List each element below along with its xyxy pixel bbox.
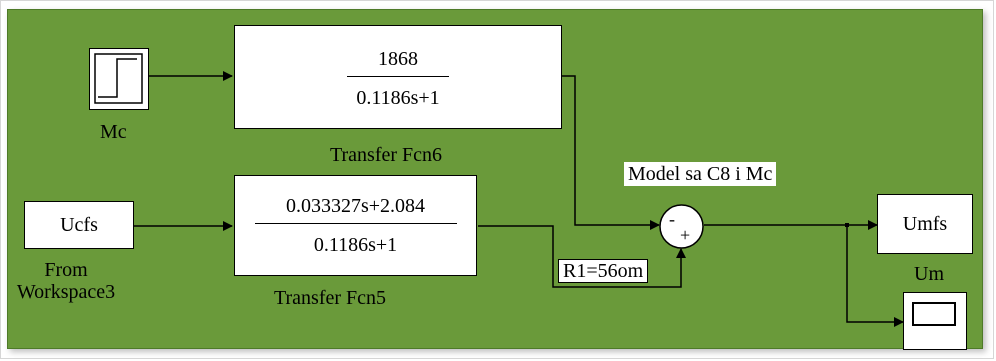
sum-block[interactable]: - + xyxy=(659,204,704,249)
transfer-fcn6-block[interactable]: 1868 0.1186s+1 xyxy=(234,25,562,129)
tf6-numerator: 1868 xyxy=(378,48,418,70)
tf6-label: Transfer Fcn6 xyxy=(330,144,443,166)
step-icon xyxy=(94,53,143,104)
sum-block-label: Model sa C8 i Mc xyxy=(624,162,777,186)
tf6-fraction-bar xyxy=(347,76,449,77)
from-workspace-label-line2: Workspace3 xyxy=(16,281,116,303)
goto-umfs-block[interactable]: Umfs xyxy=(877,194,973,254)
step-block[interactable] xyxy=(89,48,149,110)
scope-block[interactable] xyxy=(903,292,967,350)
r1-annotation: R1=56om xyxy=(558,259,649,283)
sum-sign-plus: + xyxy=(680,225,691,245)
wire-tf5-to-sum xyxy=(478,225,686,288)
scope-icon xyxy=(912,302,956,326)
from-workspace-label-line1: From xyxy=(44,259,88,281)
branch-point xyxy=(845,223,849,227)
sum-circle-icon xyxy=(659,204,704,249)
tf5-denominator: 0.1186s+1 xyxy=(313,234,398,256)
step-label: Mc xyxy=(100,121,127,143)
tf5-numerator: 0.033327s+2.084 xyxy=(285,195,426,217)
tf6-denominator: 0.1186s+1 xyxy=(356,87,440,109)
sum-sign-minus: - xyxy=(669,209,675,229)
wire-branch-to-scope xyxy=(846,225,904,327)
scope-label: Um xyxy=(914,263,944,285)
transfer-fcn5-block[interactable]: 0.033327s+2.084 0.1186s+1 xyxy=(234,175,477,276)
wire-tf6-to-sum xyxy=(562,75,660,230)
from-workspace-block[interactable]: Ucfs xyxy=(24,201,134,249)
tf5-label: Transfer Fcn5 xyxy=(274,287,387,309)
tf5-fraction-bar xyxy=(255,223,457,224)
from-workspace-text: Ucfs xyxy=(60,214,98,236)
goto-umfs-text: Umfs xyxy=(902,213,948,235)
from-workspace-label: From Workspace3 xyxy=(16,259,116,303)
